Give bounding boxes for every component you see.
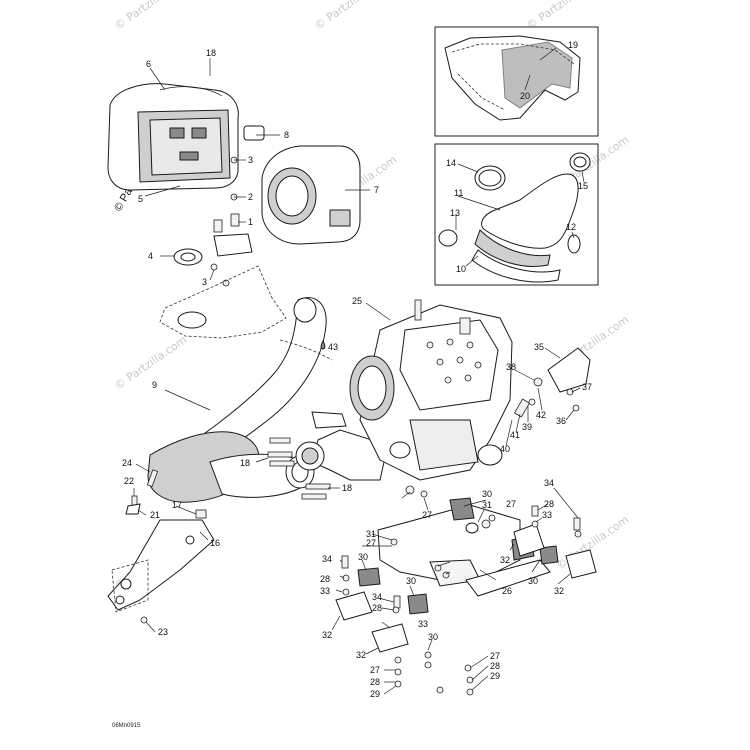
part-8-clip xyxy=(243,125,265,141)
part-16-exhaust-bracket xyxy=(107,509,215,613)
callout-29-b: 29 xyxy=(490,671,500,681)
inset-box-top xyxy=(434,26,599,137)
callout-4: 4 xyxy=(148,251,153,261)
part-35-support-bracket xyxy=(547,347,591,393)
callout-32-a: 32 xyxy=(500,555,510,565)
inset-box-middle xyxy=(434,143,599,286)
callout-12: 12 xyxy=(566,222,576,232)
callout-8: 8 xyxy=(284,130,289,140)
callout-1: 1 xyxy=(248,217,253,227)
callout-18-left: 18 xyxy=(240,458,250,468)
callout-18-right: 18 xyxy=(342,483,352,493)
callout-43: 43 xyxy=(328,342,338,352)
callout-28-e: 28 xyxy=(490,661,500,671)
callout-30-d: 30 xyxy=(528,576,538,586)
callout-33-b: 33 xyxy=(320,586,330,596)
part-9-tuned-pipe xyxy=(147,297,333,503)
part-36-42-hardware xyxy=(513,377,580,418)
intake-base-plate xyxy=(159,265,287,339)
callout-24: 24 xyxy=(122,458,132,468)
callout-31-a: 31 xyxy=(482,500,492,510)
callout-11: 11 xyxy=(454,188,463,198)
part-7-intake-duct xyxy=(261,145,361,245)
callout-32-d: 32 xyxy=(356,650,366,660)
callout-34-c: 34 xyxy=(372,592,382,602)
callout-3-upper: 3 xyxy=(248,155,253,165)
part-6-air-silencer xyxy=(107,83,239,191)
callout-34-b: 34 xyxy=(322,554,332,564)
callout-33-a: 33 xyxy=(542,510,552,520)
callout-16: 16 xyxy=(210,538,220,548)
callout-38: 38 xyxy=(506,362,516,372)
watermark-top-1: © Partzilla.com xyxy=(112,0,189,32)
callout-27-a: 27 xyxy=(422,510,432,520)
callout-28-b: 28 xyxy=(320,574,330,584)
callout-26: 26 xyxy=(502,586,512,596)
callout-20: 20 xyxy=(520,91,530,101)
part-32-mount-brackets xyxy=(335,523,597,653)
callout-30-e: 30 xyxy=(428,632,438,642)
callout-3-lower: 3 xyxy=(202,277,207,287)
callout-10: 10 xyxy=(456,264,466,274)
callout-13: 13 xyxy=(450,208,460,218)
callout-33-c: 33 xyxy=(418,619,428,629)
callout-25: 25 xyxy=(352,296,362,306)
callout-31-b: 31 xyxy=(366,529,376,539)
callout-22: 22 xyxy=(124,476,134,486)
callout-17: 17 xyxy=(172,500,182,510)
part-1-5-hardware xyxy=(173,156,253,287)
callout-14: 14 xyxy=(446,158,456,168)
callout-28-a: 28 xyxy=(544,499,554,509)
watermark-mid-3: © Partzilla.com xyxy=(112,333,189,392)
callout-30-c: 30 xyxy=(406,576,416,586)
callout-32-c: 32 xyxy=(322,630,332,640)
callout-40: 40 xyxy=(500,444,510,454)
callout-19: 19 xyxy=(568,40,578,50)
callout-30-b: 30 xyxy=(358,552,368,562)
leader-lines xyxy=(133,47,585,695)
callout-labels: 1 2 3 3 4 5 6 7 8 9 10 11 12 13 14 15 16… xyxy=(122,40,592,699)
callout-29-a: 29 xyxy=(370,689,380,699)
part-21-24-hardware xyxy=(125,469,159,624)
callout-9: 9 xyxy=(152,380,157,390)
callout-27-d: 27 xyxy=(370,665,380,675)
watermark-top-3: © Partzilla.com xyxy=(524,0,601,32)
part-25-engine xyxy=(349,299,513,481)
callout-15: 15 xyxy=(578,181,588,191)
callout-6: 6 xyxy=(146,59,151,69)
part-18-springs xyxy=(267,437,331,500)
callout-32-b: 32 xyxy=(554,586,564,596)
part-10-15-intake-seal xyxy=(438,152,591,283)
part-19-20-shroud xyxy=(444,35,581,121)
callout-34-a: 34 xyxy=(544,478,554,488)
callout-27-e: 27 xyxy=(490,651,500,661)
callout-37: 37 xyxy=(582,382,592,392)
callout-27-b: 27 xyxy=(506,499,516,509)
intake-base-hole xyxy=(177,311,207,329)
callout-30-a: 30 xyxy=(482,489,492,499)
callout-28-d: 28 xyxy=(370,677,380,687)
callout-41: 41 xyxy=(510,430,520,440)
callout-21: 21 xyxy=(150,510,160,520)
callout-39: 39 xyxy=(522,422,532,432)
callout-28-c: 28 xyxy=(372,603,382,613)
part-43-loctite-drop xyxy=(320,339,326,350)
callout-7: 7 xyxy=(374,185,379,195)
callout-35: 35 xyxy=(534,342,544,352)
callout-36: 36 xyxy=(556,416,566,426)
watermark-top-2: © Partzilla.com xyxy=(312,0,389,32)
drawing-code: 06Mn0915 xyxy=(112,723,141,729)
exhaust-manifold xyxy=(295,411,385,481)
callout-5: 5 xyxy=(138,194,143,204)
callout-23: 23 xyxy=(158,627,168,637)
callout-2: 2 xyxy=(248,192,253,202)
callout-27-c: 27 xyxy=(366,538,376,548)
callout-18-top: 18 xyxy=(206,48,216,58)
callout-42: 42 xyxy=(536,410,546,420)
